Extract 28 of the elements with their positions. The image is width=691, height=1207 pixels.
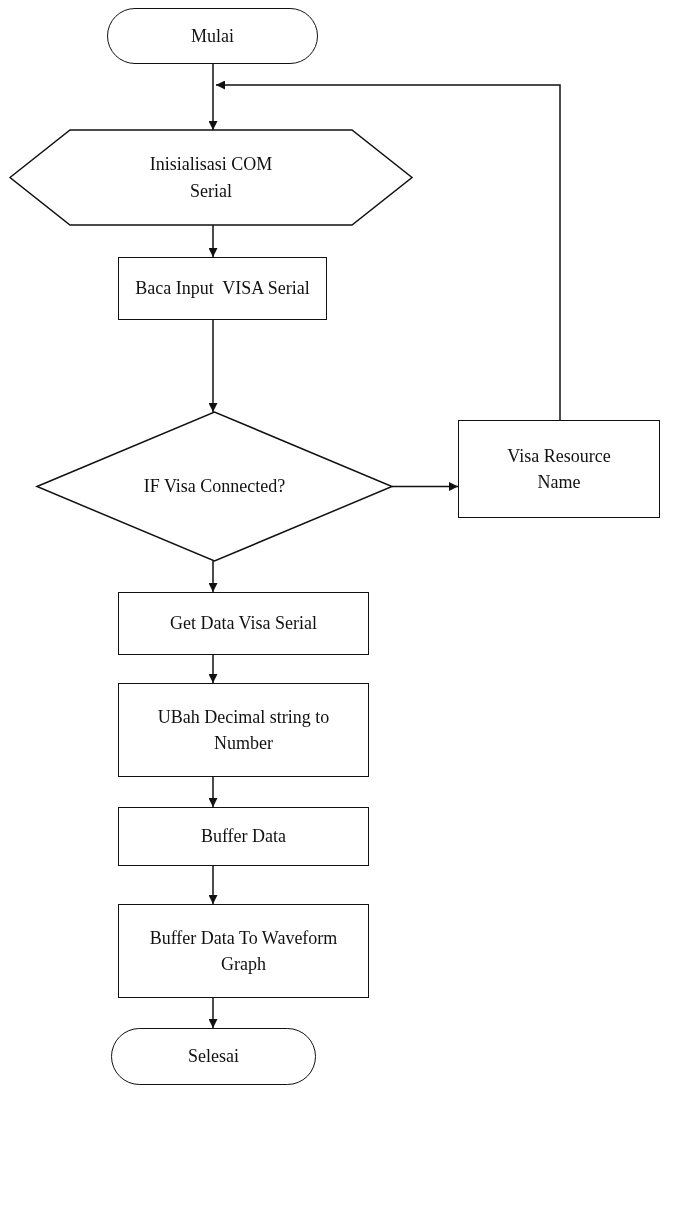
process-box bbox=[118, 257, 327, 320]
arrow bbox=[208, 865, 218, 905]
terminator-shape bbox=[107, 8, 318, 64]
node-label: Buffer Data To Waveform Graph bbox=[148, 926, 339, 976]
node-label: Get Data Visa Serial bbox=[169, 612, 317, 636]
arrow bbox=[208, 997, 218, 1029]
process-box bbox=[118, 592, 369, 655]
node-label: Mulai bbox=[191, 24, 234, 48]
process-box bbox=[118, 683, 369, 777]
node-label: Visa Resource Name bbox=[506, 444, 612, 494]
arrow bbox=[208, 560, 218, 593]
arrow bbox=[391, 482, 459, 491]
node-label: Inisialisasi COM Serial bbox=[148, 153, 274, 203]
node-label: Buffer Data bbox=[200, 825, 287, 849]
process-box bbox=[118, 904, 369, 998]
arrow bbox=[208, 776, 218, 808]
process-box bbox=[118, 807, 369, 866]
arrow bbox=[208, 84, 218, 131]
node-label: IF Visa Connected? bbox=[143, 475, 286, 499]
arrow bbox=[208, 654, 218, 684]
terminator-shape bbox=[111, 1028, 316, 1085]
arrow bbox=[208, 224, 218, 258]
node-label: UBah Decimal string to Number bbox=[156, 705, 331, 755]
arrow bbox=[215, 80, 561, 421]
arrow bbox=[208, 319, 218, 413]
node-label: Baca Input VISA Serial bbox=[135, 277, 310, 301]
process-box bbox=[458, 420, 660, 518]
node-label: Selesai bbox=[188, 1045, 239, 1069]
